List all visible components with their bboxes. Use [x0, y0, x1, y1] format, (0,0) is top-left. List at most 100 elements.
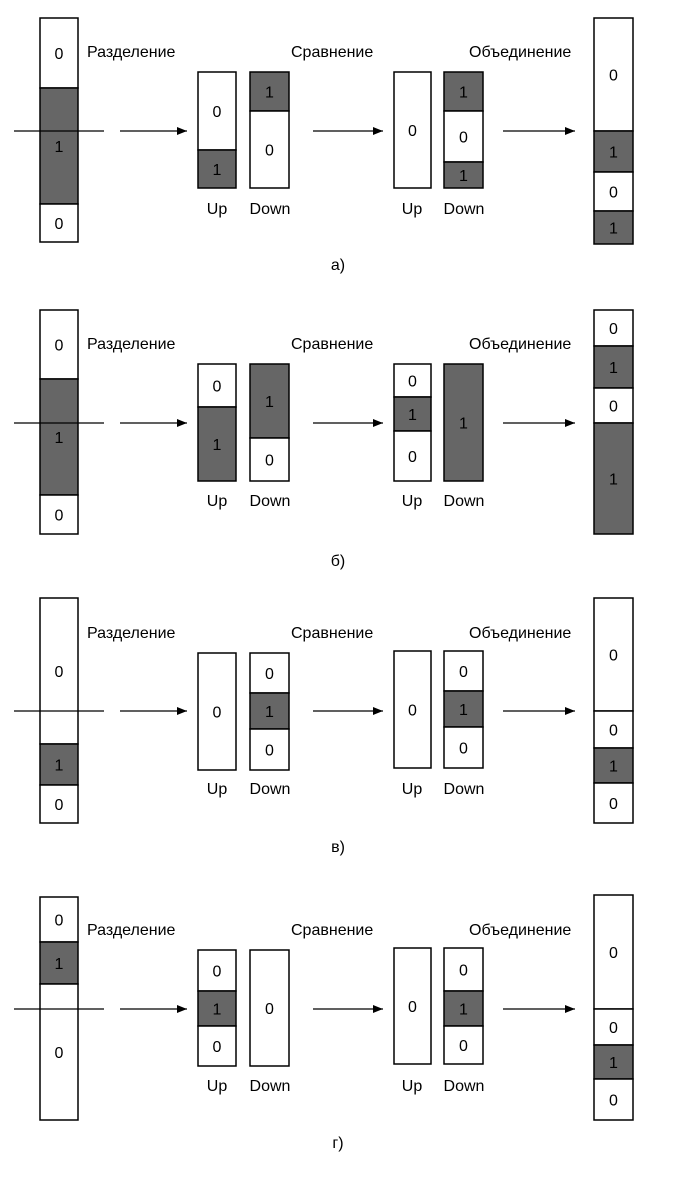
- up2-segment-value: 0: [408, 449, 417, 466]
- down2-segment-value: 1: [459, 168, 468, 185]
- output-segment-value: 1: [609, 145, 618, 162]
- down2-segment: [443, 1025, 484, 1065]
- down1-segment-value: 1: [265, 704, 274, 721]
- down2-segment-value: 0: [459, 130, 468, 147]
- output-segment-value: 0: [609, 68, 618, 85]
- up2-segment: [393, 396, 432, 432]
- up-label: Up: [402, 201, 423, 218]
- down2-segment-value: 1: [459, 1002, 468, 1019]
- up1-segment: [197, 363, 237, 408]
- output-segment-value: 0: [609, 185, 618, 202]
- down2-segment-value: 1: [459, 416, 468, 433]
- down1-segment-value: 1: [265, 85, 274, 102]
- down2-segment: [443, 990, 484, 1027]
- down2-segment-value: 1: [459, 702, 468, 719]
- up2-segment: [393, 363, 432, 398]
- merge-label: Объединение: [469, 922, 571, 939]
- down2-segment: [443, 726, 484, 769]
- compare-label: Сравнение: [291, 336, 373, 353]
- output-segment: [593, 1044, 634, 1080]
- compare-label: Сравнение: [291, 922, 373, 939]
- output-segment-value: 0: [609, 723, 618, 740]
- up1-segment-value: 0: [213, 964, 222, 981]
- down-label: Down: [444, 1078, 485, 1095]
- input-segment-value: 0: [55, 216, 64, 233]
- down1-segment: [249, 652, 290, 694]
- up1-segment-value: 1: [213, 162, 222, 179]
- up1-segment-value: 1: [213, 1002, 222, 1019]
- up1-segment-value: 0: [213, 1039, 222, 1056]
- up1-segment-value: 1: [213, 437, 222, 454]
- up-label: Up: [207, 201, 228, 218]
- output-segment-value: 0: [609, 945, 618, 962]
- up-label: Up: [402, 781, 423, 798]
- input-segment-value: 0: [55, 508, 64, 525]
- output-segment: [593, 345, 634, 389]
- input-segment: [39, 309, 79, 380]
- down1-segment-value: 0: [265, 1001, 274, 1018]
- up2-segment-value: 0: [408, 374, 417, 391]
- input-segment-value: 0: [55, 913, 64, 930]
- up2-segment: [393, 650, 432, 769]
- down-label: Down: [250, 781, 291, 798]
- down1-segment: [249, 728, 290, 771]
- down2-segment-value: 1: [459, 85, 468, 102]
- down-label: Down: [250, 493, 291, 510]
- up2-segment: [393, 947, 432, 1065]
- output-segment-value: 0: [609, 1020, 618, 1037]
- input-segment: [39, 983, 79, 1121]
- down-label: Down: [250, 201, 291, 218]
- output-segment-value: 0: [609, 648, 618, 665]
- output-segment: [593, 1008, 634, 1046]
- split-label: Разделение: [87, 336, 176, 353]
- down1-segment-value: 0: [265, 453, 274, 470]
- down2-segment-value: 0: [459, 963, 468, 980]
- up1-segment-value: 0: [213, 379, 222, 396]
- panel-caption: б): [331, 553, 346, 570]
- up2-segment-value: 0: [408, 123, 417, 140]
- down-label: Down: [250, 1078, 291, 1095]
- down1-segment-value: 1: [265, 394, 274, 411]
- up2-segment-value: 0: [408, 703, 417, 720]
- input-segment-value: 0: [55, 797, 64, 814]
- input-segment-value: 0: [55, 1045, 64, 1062]
- up1-segment: [197, 652, 237, 771]
- output-segment-value: 1: [609, 1055, 618, 1072]
- up2-segment-value: 0: [408, 999, 417, 1016]
- up1-segment: [197, 71, 237, 151]
- input-segment: [39, 17, 79, 89]
- output-segment: [593, 171, 634, 212]
- down2-segment-value: 0: [459, 664, 468, 681]
- output-segment: [593, 782, 634, 824]
- down2-segment: [443, 690, 484, 728]
- up1-segment: [197, 149, 237, 189]
- split-label: Разделение: [87, 44, 176, 61]
- merge-label: Объединение: [469, 336, 571, 353]
- up1-segment: [197, 406, 237, 482]
- input-segment-value: 0: [55, 338, 64, 355]
- up-label: Up: [402, 1078, 423, 1095]
- up1-segment-value: 0: [213, 705, 222, 722]
- input-segment-value: 1: [55, 758, 64, 775]
- up2-segment: [393, 430, 432, 482]
- output-segment-value: 1: [609, 221, 618, 238]
- output-segment: [593, 710, 634, 749]
- panel-caption: а): [331, 257, 345, 274]
- up1-segment: [197, 949, 237, 992]
- merge-label: Объединение: [469, 44, 571, 61]
- down1-segment: [249, 437, 290, 482]
- input-segment: [39, 896, 79, 943]
- output-segment-value: 1: [609, 360, 618, 377]
- input-segment: [39, 494, 79, 535]
- output-segment-value: 0: [609, 796, 618, 813]
- input-segment-value: 1: [55, 956, 64, 973]
- down2-segment: [443, 110, 484, 163]
- output-segment-value: 0: [609, 321, 618, 338]
- input-segment: [39, 203, 79, 243]
- panel-caption: в): [331, 839, 345, 856]
- input-segment: [39, 784, 79, 824]
